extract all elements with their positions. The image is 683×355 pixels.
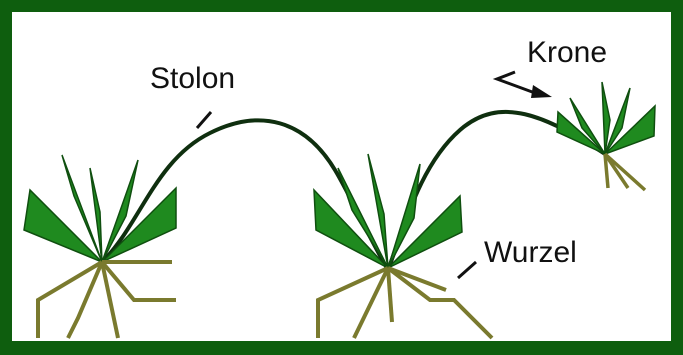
leaf [61, 154, 103, 263]
plant-left-roots [36, 260, 176, 339]
root [100, 260, 176, 302]
leaf [569, 97, 606, 155]
leaf [337, 167, 389, 269]
root [603, 152, 647, 192]
leaf [89, 167, 103, 263]
root [387, 266, 447, 292]
root [352, 267, 390, 339]
leaf [387, 163, 421, 269]
leaf [23, 188, 103, 263]
root [36, 260, 104, 338]
leaf [313, 188, 389, 269]
leaf [101, 159, 139, 263]
root [100, 261, 120, 339]
plant-right [556, 81, 656, 155]
root [66, 261, 104, 339]
krone-arrowhead [531, 85, 552, 98]
leaf [367, 153, 389, 269]
plant-left [23, 154, 177, 263]
leaf [604, 104, 656, 155]
root [603, 153, 610, 189]
stolon-label: Stolon [150, 62, 235, 95]
root [603, 153, 630, 189]
root [386, 266, 494, 340]
leaf [101, 186, 177, 263]
leaf [601, 81, 611, 155]
krone-label: Krone [527, 36, 607, 69]
stolon-pointer-line [195, 111, 213, 129]
plant-middle [313, 153, 463, 269]
root [386, 267, 394, 323]
root [316, 266, 389, 338]
leaf [387, 194, 463, 269]
krone-pointer-arrow [492, 70, 536, 95]
plant-right-roots [603, 152, 647, 192]
wurzel-label: Wurzel [484, 236, 577, 269]
plant-middle-roots [316, 266, 494, 340]
leaf [556, 110, 606, 155]
wurzel-pointer-line [457, 260, 477, 280]
leaf [604, 87, 631, 155]
